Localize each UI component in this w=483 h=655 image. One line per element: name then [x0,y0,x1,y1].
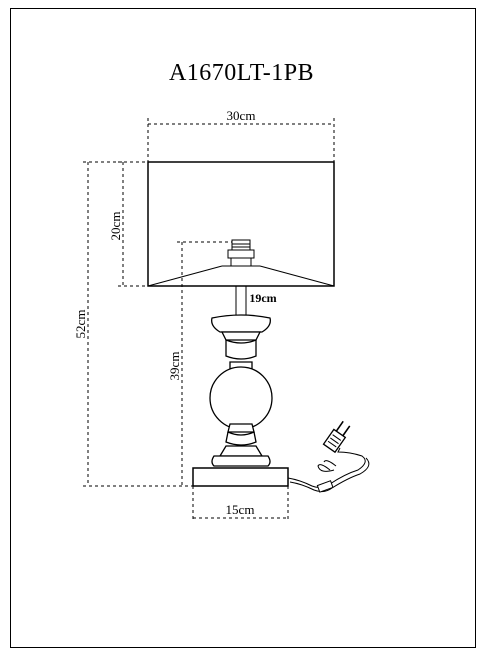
dim-base-width [192,486,289,522]
dim-shade-height [118,161,148,287]
label-shade-inner: 19cm [249,291,276,305]
label-base-height: 39cm [167,352,182,381]
label-shade-height: 20cm [108,212,123,241]
label-total-height: 52cm [73,310,88,339]
plug-icon [322,420,351,454]
bulb-socket [227,239,255,267]
lamp-stem [235,285,247,319]
lamp-body [209,314,273,467]
page-frame [10,8,476,648]
dim-total-height [83,161,193,487]
dim-base-height [177,241,232,486]
shade-inner-left [147,265,223,287]
power-cord [287,447,366,489]
cord-switch [316,480,334,493]
dim-shade-width [147,118,335,162]
shade-inner-right [259,265,335,287]
model-title: A1670LT-1PB [168,60,315,86]
lamp-shade [147,161,335,287]
label-shade-width: 30cm [227,108,256,123]
label-base-width: 15cm [226,502,255,517]
lamp-base [192,467,289,487]
